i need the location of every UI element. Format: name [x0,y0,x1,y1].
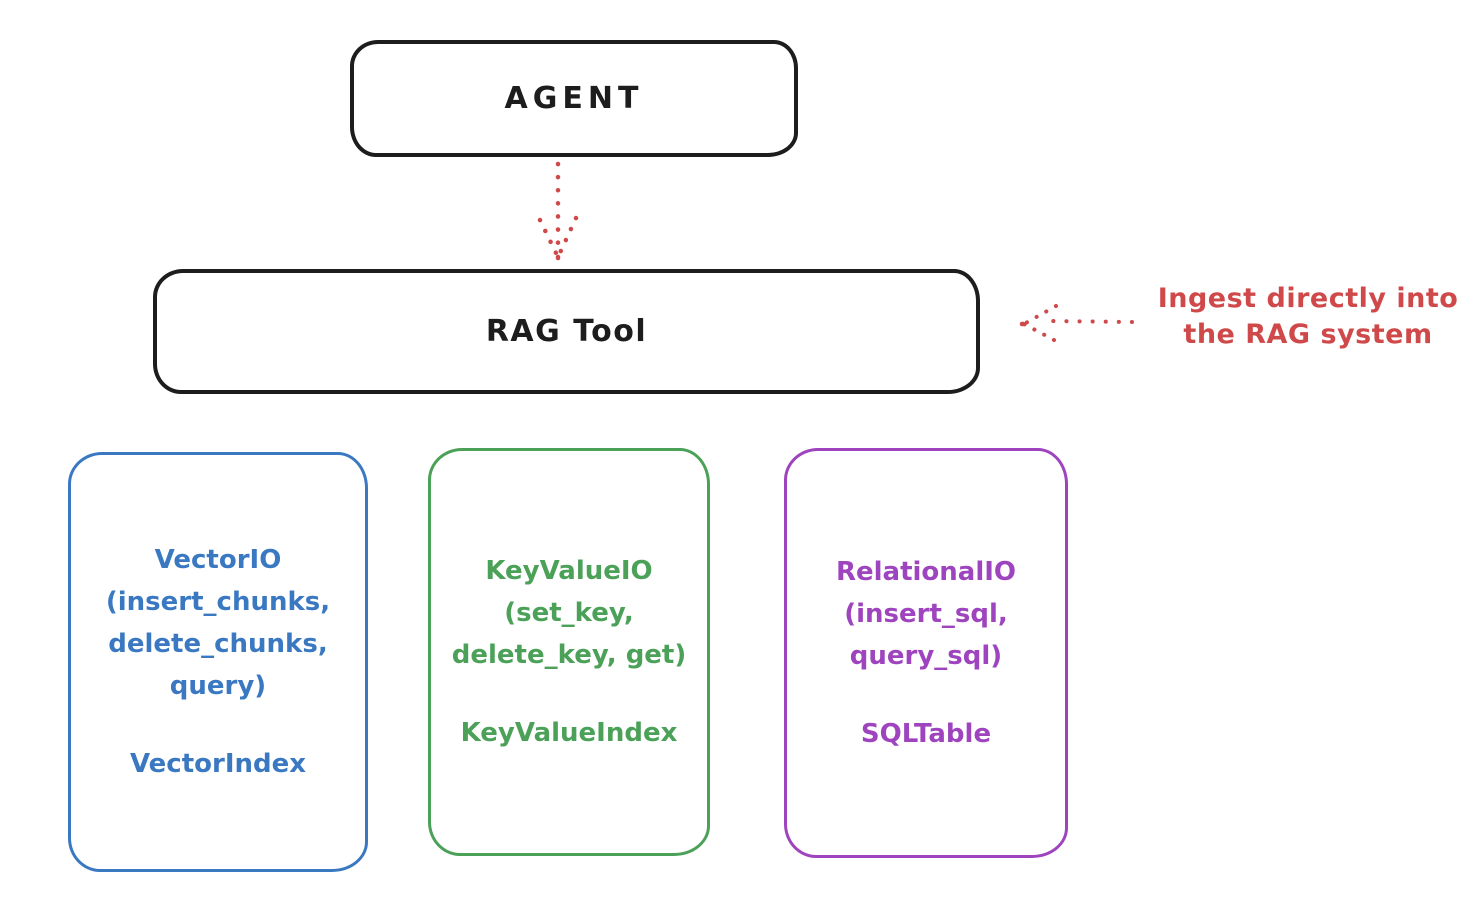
ingest-annotation-line1: Ingest directly into [1157,283,1459,314]
backend-line: VectorIO [154,545,282,575]
backend-card-text: KeyValueIO (set_key, delete_key, get) [452,550,687,676]
agent-box-label: AGENT [504,81,644,116]
backend-line: (insert_sql, [844,599,1008,629]
backend-line: KeyValueIO [485,556,653,586]
backend-index-label: KeyValueIndex [460,718,678,748]
backend-line: query_sql) [849,641,1003,671]
backend-card-vector-io: VectorIO (insert_chunks, delete_chunks, … [68,452,368,872]
backend-line: (set_key, [504,598,634,628]
ingest-annotation-line2: the RAG system [1183,319,1433,350]
backend-card-keyvalue-io: KeyValueIO (set_key, delete_key, get) Ke… [428,448,710,856]
rag-tool-box: RAG Tool [153,269,980,394]
backend-card-text: RelationalIO (insert_sql, query_sql) [836,551,1016,677]
backend-line: (insert_chunks, [105,587,331,617]
backend-card-relational-io: RelationalIO (insert_sql, query_sql) SQL… [784,448,1068,858]
backend-line: query) [169,671,267,701]
backend-line: delete_chunks, [108,629,328,659]
rag-tool-box-label: RAG Tool [485,314,648,349]
backend-line: RelationalIO [835,557,1017,587]
ingest-annotation-text: Ingest directly into the RAG system [1140,281,1476,353]
agent-to-ragtool-arrow-icon [528,160,588,262]
ingest-annotation-arrow-icon [1010,296,1140,350]
agent-box: AGENT [350,40,798,157]
backend-line: delete_key, get) [451,640,687,670]
backend-index-label: VectorIndex [129,749,307,779]
backend-card-text: VectorIO (insert_chunks, delete_chunks, … [106,539,330,707]
backend-index-label: SQLTable [860,719,992,749]
